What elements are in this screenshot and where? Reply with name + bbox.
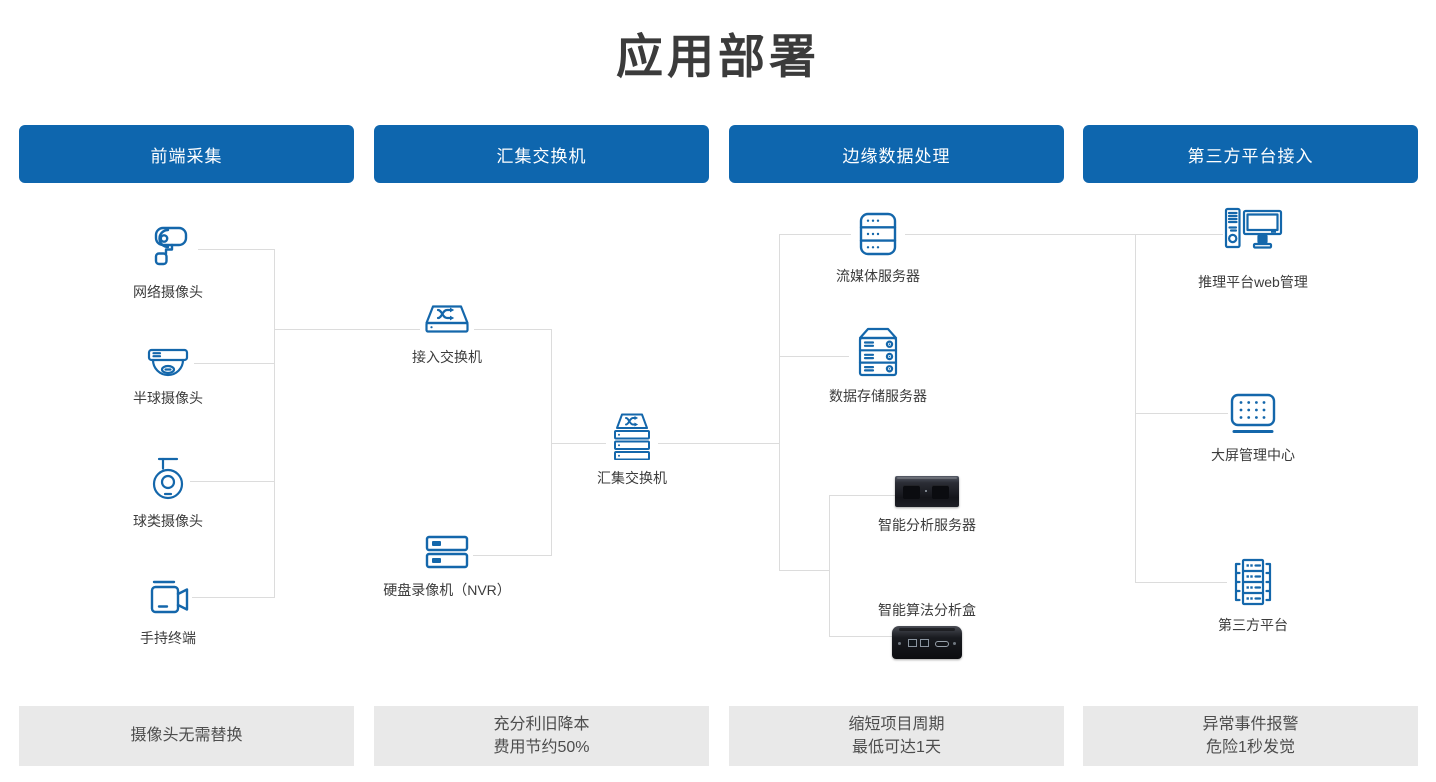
- node-analysis-box: 智能算法分析盒: [857, 600, 997, 659]
- node-label-aggregation-switch: 汇集交换机: [597, 470, 667, 486]
- stacked-switch-icon: [614, 413, 650, 460]
- connector-storage-server: [779, 356, 849, 357]
- benefit-line: 危险1秒发觉: [1206, 739, 1295, 756]
- box-screw-left: [898, 642, 901, 645]
- connector-ptz-camera: [190, 481, 274, 482]
- node-label-handheld-terminal: 手持终端: [140, 630, 196, 646]
- node-label-nvr: 硬盘录像机（NVR）: [383, 582, 511, 598]
- connector-handheld-terminal: [192, 597, 274, 598]
- analysis-box-photo: [892, 626, 962, 659]
- connector-analysis-box: [829, 636, 892, 637]
- bullet-camera-icon: [154, 226, 188, 266]
- workstation-icon: [1224, 207, 1283, 249]
- node-label-ptz-camera: 球类摄像头: [133, 513, 203, 529]
- benefit-box-alarm: 异常事件报警 危险1秒发觉: [1083, 706, 1418, 766]
- benefit-line: 异常事件报警: [1202, 715, 1299, 733]
- platform-rack-icon: [1234, 558, 1272, 606]
- node-third-party: 第三方平台: [1183, 557, 1323, 635]
- connector-to-access-switch: [274, 329, 420, 330]
- benefit-line: 最低可达1天: [852, 739, 941, 756]
- node-media-server: 流媒体服务器: [808, 210, 948, 286]
- nvr-icon: [425, 535, 469, 569]
- node-handheld-terminal: 手持终端: [98, 578, 238, 648]
- node-storage-server: 数据存储服务器: [808, 326, 948, 406]
- storage-server-icon: [858, 327, 898, 377]
- node-nvr: 硬盘录像机（NVR）: [377, 532, 517, 600]
- node-web-management: 推理平台web管理: [1183, 206, 1323, 292]
- node-ptz-camera: 球类摄像头: [98, 455, 238, 531]
- connector-nvr: [473, 555, 551, 556]
- server-led: [925, 490, 927, 492]
- connector-camera-bus: [274, 249, 275, 598]
- connector-access-switch-out: [474, 329, 551, 330]
- node-access-switch: 接入交换机: [377, 303, 517, 367]
- connector-media-to-web: [905, 234, 1223, 235]
- node-label-network-camera: 网络摄像头: [133, 284, 203, 300]
- stage-header-aggregation-switch: 汇集交换机: [374, 125, 709, 183]
- switch-icon: [425, 305, 469, 333]
- node-big-screen: 大屏管理中心: [1183, 391, 1323, 465]
- connector-switch-bus: [551, 329, 552, 556]
- connector-network-camera: [198, 249, 274, 250]
- connector-analysis-link: [779, 570, 829, 571]
- stage-header-edge-processing: 边缘数据处理: [729, 125, 1064, 183]
- node-network-camera: 网络摄像头: [98, 222, 238, 302]
- stage-header-frontend-collection: 前端采集: [19, 125, 354, 183]
- rack-server-photo: [895, 476, 959, 507]
- server-bay-left: [903, 485, 920, 499]
- node-analysis-server: 智能分析服务器: [857, 476, 997, 535]
- dome-camera-icon: [147, 348, 189, 377]
- led-screen-icon: [1230, 393, 1276, 433]
- benefit-line: 缩短项目周期: [848, 715, 945, 733]
- benefit-line: 摄像头无需替换: [130, 727, 243, 745]
- connector-edge-bus: [779, 234, 780, 571]
- node-label-access-switch: 接入交换机: [412, 349, 482, 365]
- page-title: 应用部署: [616, 30, 820, 83]
- ethernet-port-2: [920, 639, 929, 647]
- benefit-box-project-cycle: 缩短项目周期 最低可达1天: [729, 706, 1064, 766]
- node-label-third-party: 第三方平台: [1218, 617, 1288, 633]
- box-screw-right: [953, 642, 956, 645]
- connector-dome-camera: [194, 363, 274, 364]
- node-label-web-management: 推理平台web管理: [1198, 274, 1308, 290]
- connector-analysis-server: [829, 495, 895, 496]
- stage-header-third-party-access: 第三方平台接入: [1083, 125, 1418, 183]
- connector-platform-bus: [1135, 234, 1136, 583]
- node-label-storage-server: 数据存储服务器: [829, 388, 927, 404]
- node-label-media-server: 流媒体服务器: [836, 268, 920, 284]
- connector-analysis-bus: [829, 495, 830, 637]
- node-label-big-screen: 大屏管理中心: [1211, 447, 1295, 463]
- benefit-line: 费用节约50%: [493, 739, 590, 756]
- serial-port: [935, 641, 949, 647]
- ethernet-port-1: [908, 639, 917, 647]
- server-bay-right: [932, 485, 949, 499]
- connector-aggregation-switch-out: [658, 443, 779, 444]
- node-aggregation-switch: 汇集交换机: [562, 412, 702, 488]
- media-server-icon: [859, 212, 897, 256]
- connector-third-party: [1135, 582, 1227, 583]
- connector-big-screen: [1135, 413, 1228, 414]
- ptz-camera-icon: [152, 457, 184, 500]
- benefit-box-camera-reuse: 摄像头无需替换: [19, 706, 354, 766]
- connector-to-aggregation-switch: [551, 443, 606, 444]
- benefit-box-cost-saving: 充分利旧降本 费用节约50%: [374, 706, 709, 766]
- node-label-analysis-box: 智能算法分析盒: [878, 602, 976, 618]
- node-label-dome-camera: 半球摄像头: [133, 390, 203, 406]
- node-label-analysis-server: 智能分析服务器: [878, 517, 976, 533]
- camcorder-icon: [150, 580, 189, 614]
- connector-media-server-in: [779, 234, 851, 235]
- node-dome-camera: 半球摄像头: [98, 348, 238, 408]
- benefit-line: 充分利旧降本: [493, 715, 590, 733]
